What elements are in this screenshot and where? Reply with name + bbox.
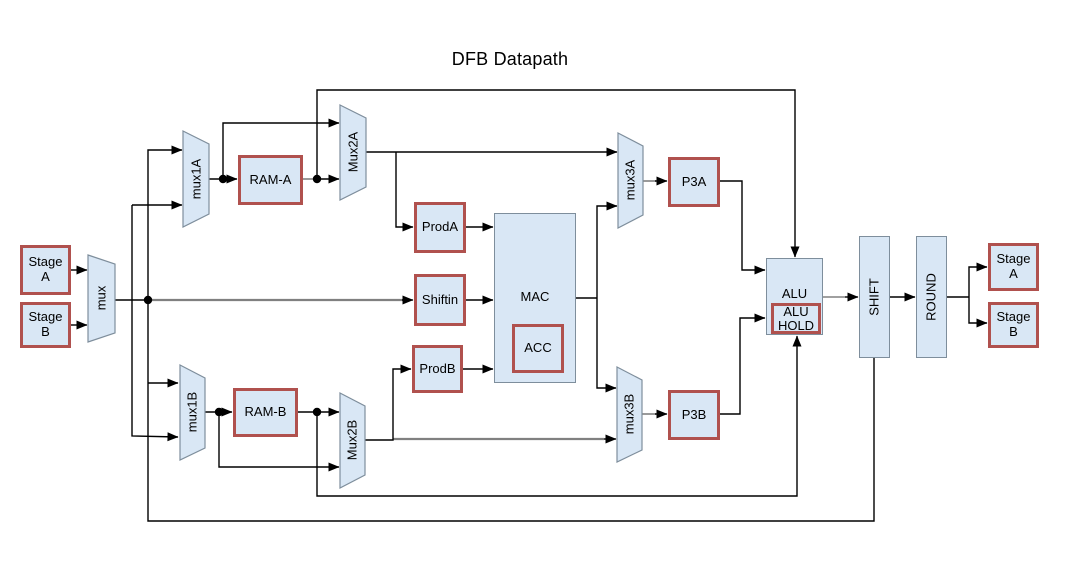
shiftin-label: Shiftin [421, 291, 459, 307]
prod-a-label: ProdA [421, 219, 459, 235]
mux2b-shape [339, 392, 366, 489]
alu-label: ALU [781, 286, 808, 301]
mac-label: MAC [520, 289, 550, 304]
p3a-label: P3A [681, 173, 707, 189]
shift-label: SHIFT [866, 278, 882, 316]
mux1b-shape [179, 364, 206, 461]
conn-rama-feedback-to-alu-top [316, 89, 800, 258]
alu-hold-label: ALU HOLD [777, 304, 815, 333]
prod-a-block: ProdA [414, 202, 466, 253]
prod-b-block: ProdB [412, 345, 463, 393]
stage-b-left-block: Stage B [20, 302, 71, 348]
mux3b-shape [616, 366, 643, 463]
conn-mux1b-to-mux2b-lower [218, 412, 340, 472]
round-block: ROUND [916, 236, 947, 358]
conn-mac-to-mux3b-upper [596, 298, 617, 393]
mux3a-shape [617, 132, 644, 229]
prod-b-label: ProdB [419, 360, 456, 376]
conn-mux2b-to-prodb [365, 364, 412, 441]
alu-hold-block: ALU HOLD [771, 303, 821, 334]
mux1a-shape [182, 130, 210, 228]
conn-round-to-stagea [968, 262, 988, 297]
conn-mux2a-to-proda [395, 152, 414, 232]
mux-label: mux [93, 285, 109, 311]
mux2a-label: Mux2A [345, 131, 361, 173]
diagram-title: DFB Datapath [451, 49, 569, 69]
acc-block: ACC [512, 324, 564, 373]
junction-ramb-out [312, 407, 322, 417]
p3b-block: P3B [668, 390, 720, 440]
conn-round-to-stageb [968, 297, 988, 328]
conn-p3a-to-alu [720, 180, 766, 275]
mux3a-label: mux3A [622, 159, 638, 201]
conn-ramb-feedback-to-alu-bottom [316, 335, 802, 497]
conn-bus-to-mux1b-lower [131, 205, 179, 442]
shift-block: SHIFT [859, 236, 890, 358]
mux1a-label: mux1A [188, 158, 204, 200]
junction-mux-out [143, 295, 153, 305]
p3b-label: P3B [681, 406, 707, 422]
stage-a-left-label: Stage A [28, 254, 63, 284]
stage-a-right-label: Stage A [996, 251, 1031, 281]
mux2b-label: Mux2B [344, 419, 360, 461]
ram-a-label: RAM-A [249, 171, 292, 187]
ram-b-label: RAM-B [244, 404, 287, 420]
ram-a-block: RAM-A [238, 155, 303, 205]
alu-block: ALU ALU HOLD [766, 258, 823, 335]
mux-shape [87, 254, 116, 343]
mac-block: MAC ACC [494, 213, 576, 383]
stage-b-right-block: Stage B [988, 302, 1039, 348]
conn-mac-to-mux3a-lower [596, 201, 618, 298]
junction-rama-out [312, 174, 322, 184]
ram-b-block: RAM-B [233, 388, 298, 437]
conn-p3b-to-alu [720, 313, 766, 415]
conn-shift-feedback-to-mux1a [147, 145, 875, 522]
stage-b-left-label: Stage B [28, 309, 63, 339]
shiftin-block: Shiftin [414, 274, 466, 326]
round-label: ROUND [923, 273, 939, 321]
mux3b-label: mux3B [621, 393, 637, 435]
junction-mux1a-out [218, 174, 228, 184]
conn-mux1a-to-mux2a-upper [222, 118, 340, 179]
acc-label: ACC [524, 340, 552, 356]
stage-a-right-block: Stage A [988, 243, 1039, 291]
mux2a-shape [339, 104, 367, 201]
stage-a-left-block: Stage A [20, 245, 71, 295]
p3a-block: P3A [668, 157, 720, 207]
mux1b-label: mux1B [184, 391, 200, 433]
junction-mux1b-out [214, 407, 224, 417]
stage-b-right-label: Stage B [996, 309, 1031, 339]
